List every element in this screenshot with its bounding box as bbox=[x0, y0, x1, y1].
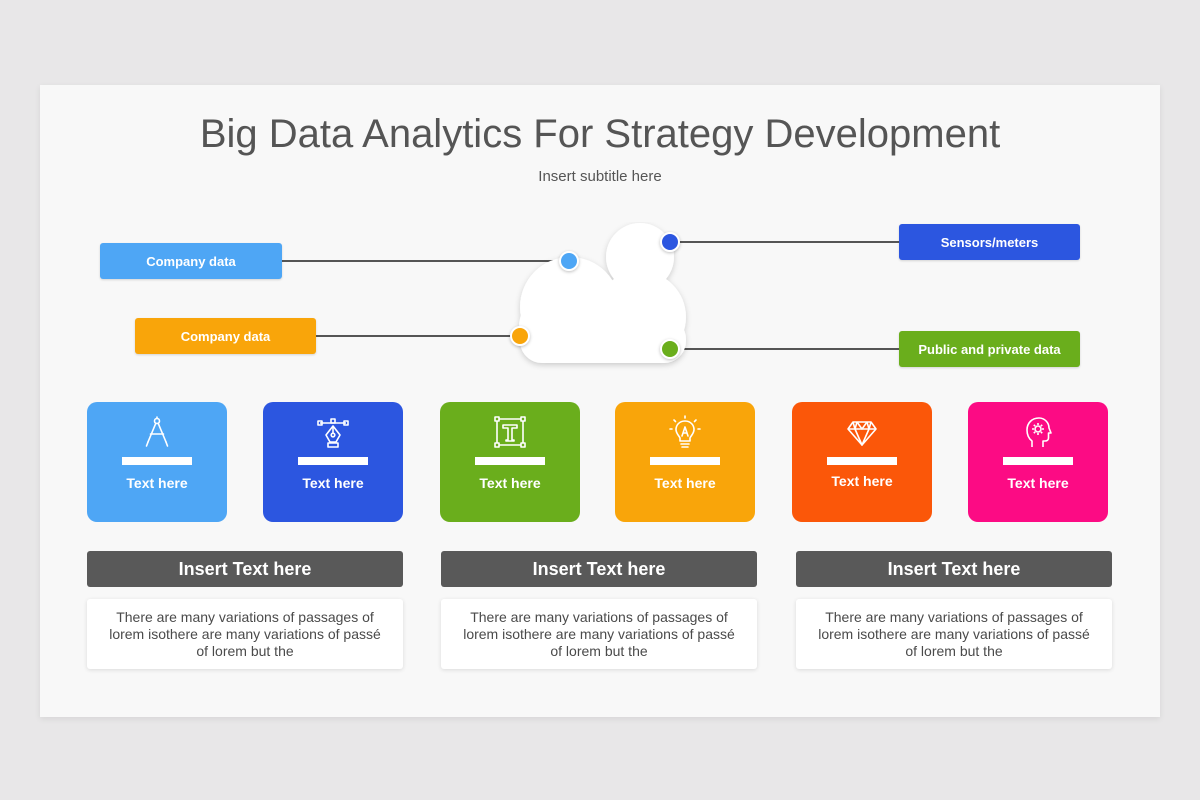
connector-right-top bbox=[670, 241, 900, 243]
connector-left-bottom bbox=[316, 335, 520, 337]
node-dot-right-top bbox=[660, 232, 680, 252]
card-label: Text here bbox=[831, 473, 893, 489]
section-heading: Insert Text here bbox=[441, 551, 757, 587]
source-label-public-private-data: Public and private data bbox=[899, 331, 1080, 367]
source-label-company-data-bottom: Company data bbox=[135, 318, 316, 354]
cloud-icon bbox=[519, 223, 686, 363]
source-label-sensors-meters: Sensors/meters bbox=[899, 224, 1080, 260]
section-body-box: There are many variations of passages of… bbox=[796, 599, 1112, 669]
card-label: Text here bbox=[479, 475, 541, 491]
section-body-box: There are many variations of passages of… bbox=[441, 599, 757, 669]
card-placeholder-bar bbox=[122, 457, 192, 465]
connector-left-top bbox=[282, 260, 570, 262]
text-tool-icon bbox=[494, 416, 526, 448]
card-label: Text here bbox=[126, 475, 188, 491]
head-gear-icon bbox=[1026, 417, 1052, 447]
card-placeholder-bar bbox=[650, 457, 720, 465]
node-dot-left-bottom bbox=[510, 326, 530, 346]
source-label-company-data-top: Company data bbox=[100, 243, 282, 279]
card-placeholder-bar bbox=[827, 457, 897, 465]
lightbulb-icon bbox=[669, 415, 701, 448]
diamond-icon bbox=[847, 421, 877, 446]
connector-right-bottom bbox=[670, 348, 900, 350]
category-card: Text here bbox=[792, 402, 932, 522]
card-placeholder-bar bbox=[475, 457, 545, 465]
section-heading: Insert Text here bbox=[87, 551, 403, 587]
category-card: Text here bbox=[615, 402, 755, 522]
node-dot-left-top bbox=[559, 251, 579, 271]
compass-icon bbox=[145, 416, 169, 447]
page-title: Big Data Analytics For Strategy Developm… bbox=[199, 112, 1001, 156]
category-card: Text here bbox=[440, 402, 580, 522]
card-placeholder-bar bbox=[1003, 457, 1073, 465]
category-card: Text here bbox=[968, 402, 1108, 522]
card-label: Text here bbox=[654, 475, 716, 491]
card-label: Text here bbox=[302, 475, 364, 491]
section-body-box: There are many variations of passages of… bbox=[87, 599, 403, 669]
section-body-text: There are many variations of passages of… bbox=[109, 609, 381, 659]
card-placeholder-bar bbox=[298, 457, 368, 465]
section-heading: Insert Text here bbox=[796, 551, 1112, 587]
card-label: Text here bbox=[1007, 475, 1069, 491]
section-body-text: There are many variations of passages of… bbox=[463, 609, 735, 659]
section-body-text: There are many variations of passages of… bbox=[818, 609, 1090, 659]
pen-tool-icon bbox=[317, 418, 349, 448]
page-subtitle: Insert subtitle here bbox=[538, 168, 662, 185]
category-card: Text here bbox=[87, 402, 227, 522]
node-dot-right-bottom bbox=[660, 339, 680, 359]
category-card: Text here bbox=[263, 402, 403, 522]
